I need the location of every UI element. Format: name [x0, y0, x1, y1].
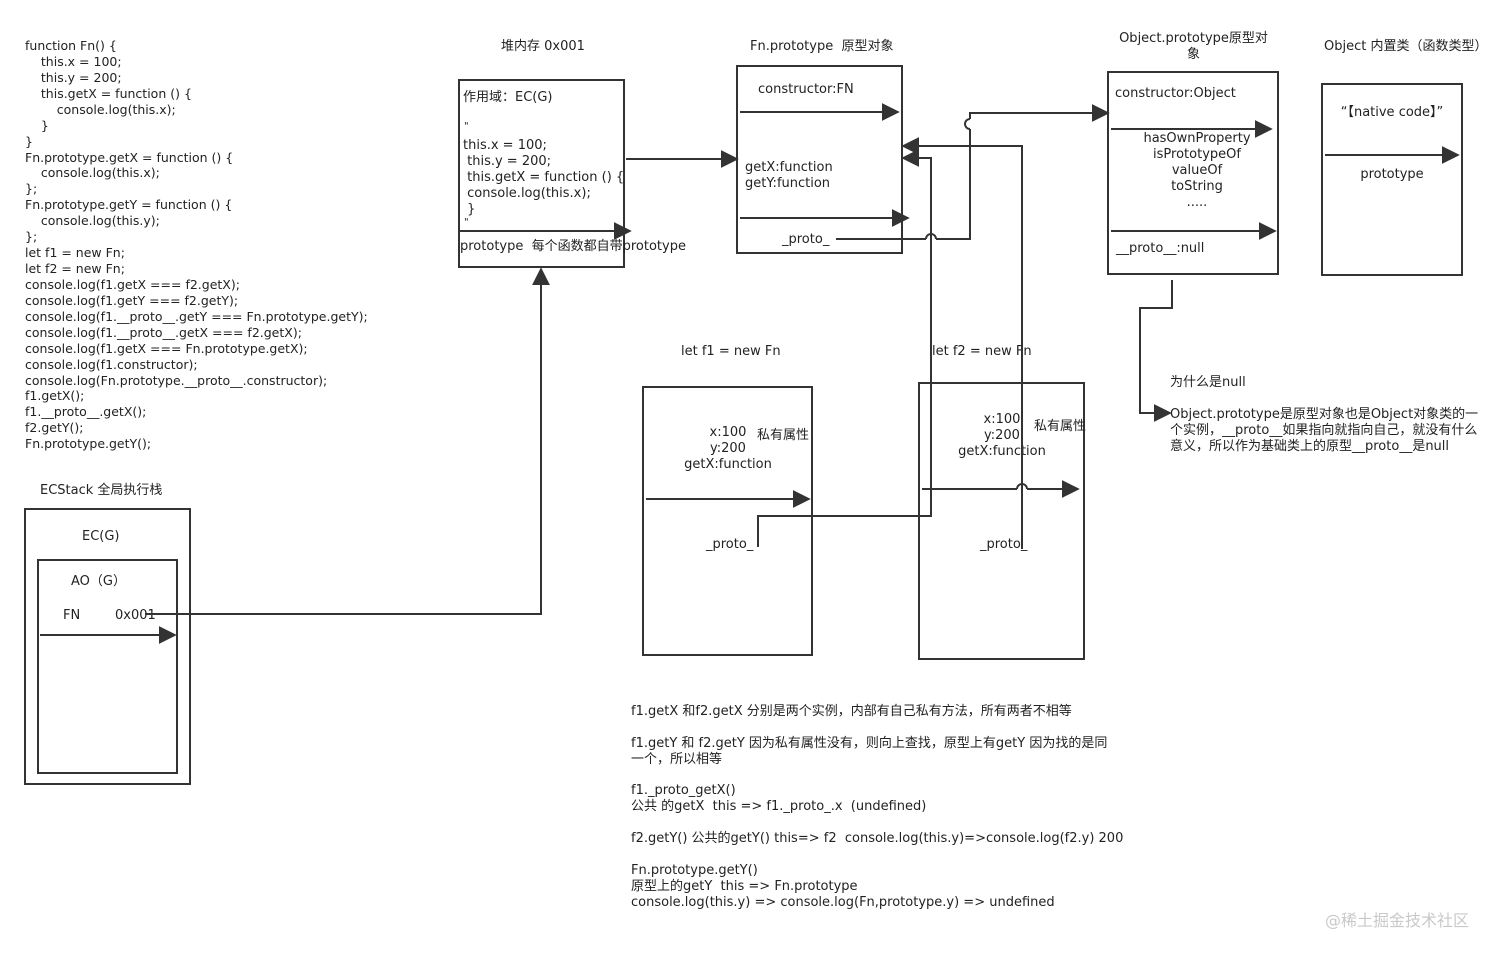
ecstack-box	[24, 508, 191, 785]
null-to-note-arrow	[1139, 280, 1173, 422]
code-line: this.y = 200;	[25, 69, 122, 85]
watermark: @稀土掘金技术社区	[1325, 911, 1470, 930]
code-line: }	[25, 133, 33, 149]
fn-to-heap-arrow	[145, 267, 550, 615]
fn-prototype-methods: getX:function getY:function	[745, 160, 833, 191]
code-line: console.log(f1.__proto__.getX === f2.get…	[25, 324, 302, 340]
explanation-4: f2.getY() 公共的getY() this=> f2 console.lo…	[631, 831, 1124, 846]
object-prototype-title: Object.prototype原型对 象	[1119, 31, 1268, 62]
heap-scope: 作用域：EC(G)	[463, 90, 553, 105]
fn-prototype-proto: _proto_	[782, 232, 830, 247]
explanation-3: f1._proto_getX() 公共 的getX this => f1._pr…	[631, 783, 927, 814]
f2-private-note: 私有属性	[1034, 419, 1087, 434]
ecstack-title: ECStack 全局执行栈	[40, 483, 163, 498]
code-line: console.log(Fn.prototype.__proto__.const…	[25, 372, 328, 388]
object-prototype-box	[1107, 71, 1279, 275]
ec-global-label: EC(G)	[82, 529, 120, 544]
code-line: console.log(this.x);	[25, 165, 160, 181]
object-builtin-box	[1321, 83, 1463, 276]
fn-variable-name: FN	[63, 608, 81, 623]
fn-prototype-constructor: constructor:FN	[758, 82, 854, 97]
fn-variable-address: 0x001	[115, 608, 156, 623]
null-question: 为什么是null	[1170, 375, 1246, 390]
code-line: f1.__proto__.getX();	[25, 404, 147, 420]
code-line: console.log(f1.__proto__.getY === Fn.pro…	[25, 308, 368, 324]
object-prototype-constructor: constructor:Object	[1115, 86, 1236, 101]
heap-function-body: this.x = 100; this.y = 200; this.getX = …	[463, 138, 625, 217]
code-line: console.log(f1.getX === f2.getX);	[25, 276, 240, 292]
code-line: Fn.prototype.getY();	[25, 436, 152, 452]
code-line: }	[25, 117, 49, 133]
code-line: let f1 = new Fn;	[25, 245, 125, 261]
object-native-code: “【native code】”	[1340, 105, 1444, 120]
code-line: this.getX = function () {	[25, 85, 192, 101]
code-line: f1.getX();	[25, 388, 85, 404]
heap-title: 堆内存 0x001	[501, 39, 585, 54]
fn-prototype-title: Fn.prototype 原型对象	[750, 39, 894, 54]
f2-proto-to-fn-prototype-arrow	[901, 137, 1023, 549]
code-line: console.log(f1.getX === Fn.prototype.get…	[25, 340, 308, 356]
code-line: };	[25, 181, 38, 197]
object-prototype-methods: hasOwnProperty isPrototypeOf valueOf toS…	[1143, 131, 1251, 210]
code-line: console.log(f1.constructor);	[25, 356, 198, 372]
code-line: let f2 = new Fn;	[25, 261, 125, 277]
object-prototype-proto-null: __proto__:null	[1116, 241, 1205, 256]
object-builtin-prototype: prototype	[1360, 167, 1424, 182]
heap-quote-open: "	[464, 121, 469, 132]
code-line: Fn.prototype.getX = function () {	[25, 149, 234, 165]
code-line: console.log(this.x);	[25, 101, 176, 117]
code-line: f2.getY();	[25, 420, 84, 436]
f1-private-note: 私有属性	[757, 428, 810, 443]
heap-quote-close: "	[464, 217, 469, 228]
f1-proto: _proto_	[706, 537, 754, 552]
f2-props: x:100 y:200 getX:function	[958, 412, 1046, 459]
code-line: console.log(this.y);	[25, 213, 160, 229]
code-line: console.log(f1.getY === f2.getY);	[25, 292, 239, 308]
object-builtin-title: Object 内置类（函数类型）	[1324, 39, 1488, 54]
explanation-1: f1.getX 和f2.getX 分别是两个实例，内部有自己私有方法，所有两者不…	[631, 704, 1072, 719]
f2-title: let f2 = new Fn	[932, 344, 1032, 359]
code-line: Fn.prototype.getY = function () {	[25, 197, 233, 213]
f2-proto: _proto_	[980, 537, 1028, 552]
f1-box	[642, 386, 813, 656]
f1-props: x:100 y:200 getX:function	[684, 425, 772, 472]
code-line: };	[25, 229, 38, 245]
code-line: this.x = 100;	[25, 53, 122, 69]
f1-proto-to-fn-prototype-arrow	[757, 149, 932, 547]
f1-title: let f1 = new Fn	[681, 344, 781, 359]
explanation-2: f1.getY 和 f2.getY 因为私有属性没有，则向上查找，原型上有get…	[631, 736, 1108, 767]
explanation-5: Fn.prototype.getY() 原型上的getY this => Fn.…	[631, 863, 1055, 910]
null-answer: Object.prototype是原型对象也是Object对象类的一 个实例，_…	[1170, 407, 1479, 454]
heap-prototype-note: prototype 每个函数都自带prototype	[460, 239, 686, 254]
f2-box	[918, 382, 1085, 660]
ao-global-box	[37, 559, 178, 774]
heap-box	[458, 79, 625, 268]
code-line: function Fn() {	[25, 38, 117, 53]
ao-global-label: AO（G）	[71, 574, 126, 589]
